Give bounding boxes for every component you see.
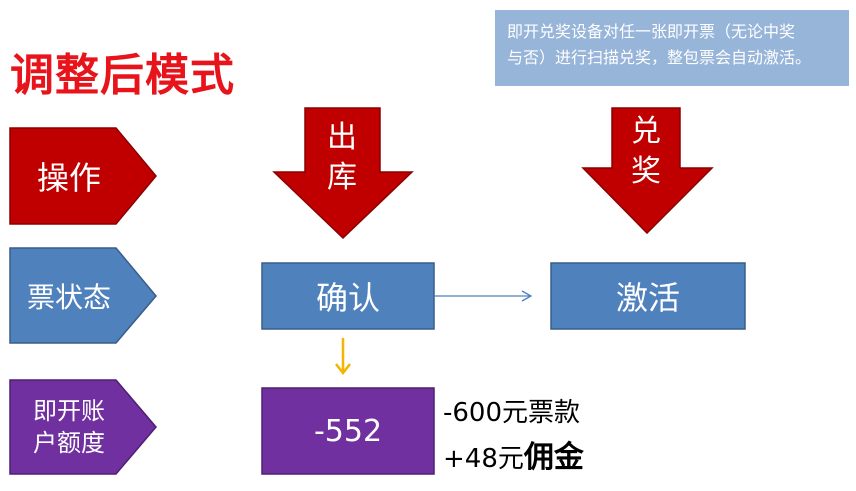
page-title: 调整后模式: [10, 50, 235, 101]
down-arrow-checkout: [272, 107, 414, 240]
arrow-label-checkout: 出 库: [322, 118, 362, 198]
box-activate: 激活: [615, 279, 680, 317]
row-label-account-line-1: 即开账: [33, 397, 105, 425]
arrow-label-redeem-line-2: 奖: [631, 154, 661, 189]
chevron-account: [9, 379, 157, 475]
commission-text: +48元佣金: [443, 441, 584, 476]
arrow-label-checkout-line-2: 库: [327, 160, 357, 195]
row-label-account-line-2: 户额度: [33, 429, 105, 457]
box-balance: -552: [313, 413, 383, 449]
commission-label: 佣金: [523, 440, 584, 475]
ticket-amount-text: -600元票款: [443, 398, 581, 428]
arrow-label-checkout-line-1: 出: [327, 120, 357, 155]
row-label-ticket-status: 票状态: [26, 280, 111, 314]
note-box: 即开兑奖设备对任一张即开票（无论中奖 与否）进行扫描兑奖，整包票会自动激活。: [495, 10, 849, 86]
chevron-ticket-status: [9, 247, 157, 344]
row-label-operation: 操作: [36, 159, 101, 197]
arrow-label-redeem: 兑 奖: [626, 112, 666, 192]
chevron-operation: [9, 127, 157, 225]
box-confirm-bg: [261, 262, 435, 330]
box-confirm: 确认: [315, 279, 380, 317]
arrow-label-redeem-line-1: 兑: [631, 114, 661, 149]
note-line-2: 与否）进行扫描兑奖，整包票会自动激活。: [507, 48, 812, 67]
note-line-1: 即开兑奖设备对任一张即开票（无论中奖: [507, 22, 796, 41]
box-activate-bg: [550, 262, 746, 330]
commission-prefix: +48元: [443, 444, 524, 474]
row-label-account: 即开账 户额度: [10, 380, 128, 474]
connector-arrowhead: [521, 290, 533, 302]
down-arrow-redeem: [581, 107, 714, 235]
box-balance-bg: [261, 387, 435, 475]
gold-arrow-head: [335, 363, 351, 376]
